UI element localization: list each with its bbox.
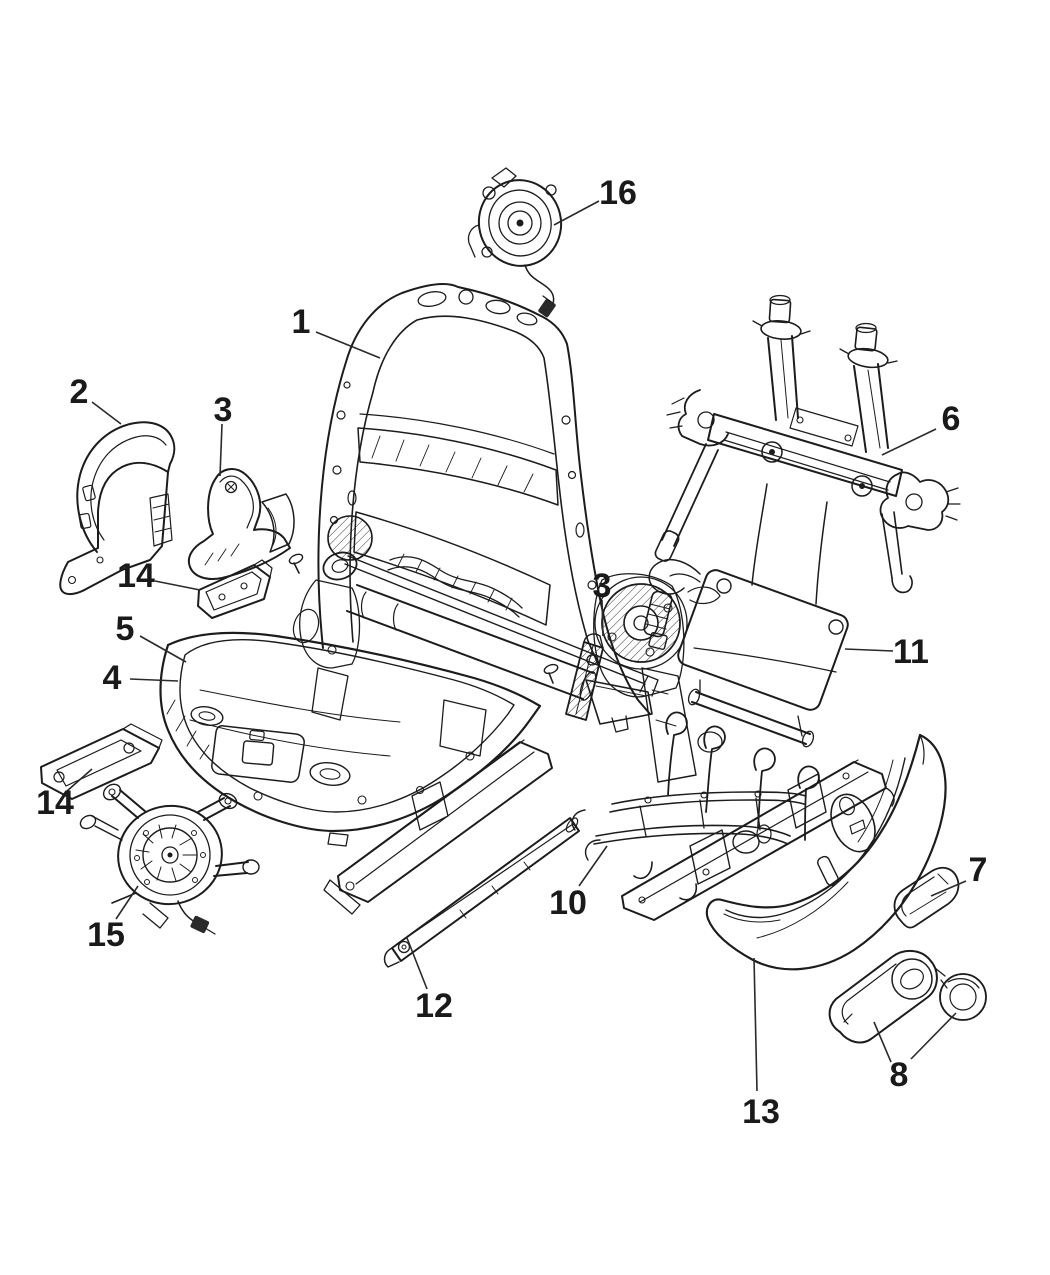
leader-line-cushion-blower [115,885,139,920]
part-seat-track-right [621,759,895,921]
leader-line-recliner-handle-and-cap [873,1021,892,1063]
part-headrest-adjuster-bracket [654,294,961,594]
part-wire-suspension [571,711,820,901]
leader-line-seat-back-side-panel [91,401,122,425]
callout-number-wire-suspension: 10 [549,884,587,922]
leader-line-wire-suspension [578,845,608,887]
callout-number-cushion-blower: 15 [87,916,125,954]
part-recliner-cover-left [187,468,295,580]
callout-number-anti-rattle-pad-upper: 14 [117,557,155,595]
part-track-end-cover [383,817,580,968]
callout-number-seat-back-module-plate: 11 [893,633,929,671]
leader-line-recliner-cover-left [219,423,223,477]
part-seat-track-left [323,739,553,915]
callout-number-track-end-cover: 12 [415,987,453,1025]
part-outboard-side-shield [705,733,947,971]
callout-number-recliner-handle-and-cap: 8 [890,1056,909,1094]
leader-line-seat-back-frame [315,331,381,359]
leader-line-switch-bezel [930,880,967,897]
leader-line-cushion-frame-rim [139,635,187,663]
callout-number-seat-back-frame: 1 [292,303,311,341]
leader-line-cushion-frame [129,678,179,682]
part-seat-back-blower [467,167,563,318]
callout-number-cushion-frame: 4 [103,659,122,697]
leader-line-track-end-cover [406,937,428,990]
leader-line-anti-rattle-pad-upper [154,580,201,591]
callout-number-headrest-adjuster-bracket: 6 [942,400,961,438]
leader-line-anti-rattle-pad-lower [66,768,93,792]
part-push-pin-fasteners [288,553,559,684]
leader-line-recliner-cover-right [601,599,604,637]
callout-number-seat-back-side-panel: 2 [70,373,89,411]
leader-line-seat-back-blower [553,200,600,226]
callout-number-recliner-cover-left: 3 [214,391,233,429]
part-anti-rattle-pad-lower [40,723,163,800]
part-seat-back-side-panel [59,421,176,596]
callout-number-outboard-side-shield: 13 [742,1093,780,1131]
part-recliner-cover-right [565,633,659,733]
part-recliner-handle [828,950,938,1044]
part-switch-bezel [893,867,960,929]
part-pivot-cap [934,967,987,1021]
callout-number-switch-bezel: 7 [969,851,988,889]
leader-line-recliner-handle-and-cap [910,1012,957,1060]
part-anti-rattle-pad-upper [197,559,273,619]
callout-number-anti-rattle-pad-lower: 14 [36,784,74,822]
part-seat-back-module-plate [643,483,849,748]
part-seat-back-frame [292,283,723,783]
leader-line-seat-back-module-plate [844,648,894,652]
callout-number-cushion-frame-rim: 5 [116,610,135,648]
callout-number-recliner-cover-right: 3 [593,567,612,605]
part-cushion-blower [79,783,260,935]
leader-line-outboard-side-shield [753,957,758,1092]
leader-line-headrest-adjuster-bracket [881,428,937,456]
callout-number-seat-back-blower: 16 [599,174,637,212]
